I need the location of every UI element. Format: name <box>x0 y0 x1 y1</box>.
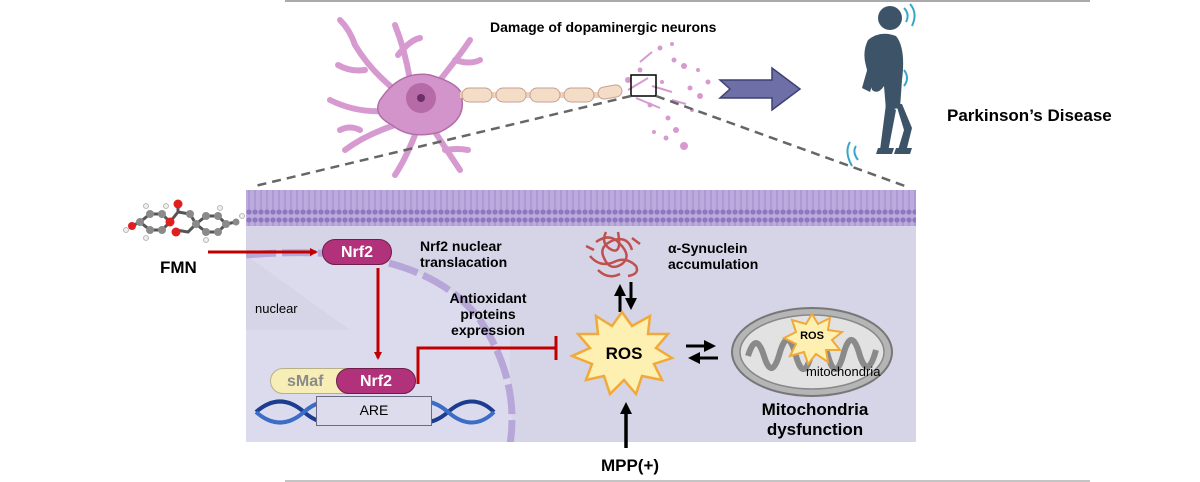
progression-arrow <box>718 66 802 112</box>
nrf2-nuclear-pill: Nrf2 <box>336 368 416 394</box>
ros-label: ROS <box>605 344 643 363</box>
synuclein-label: α-Synuclein accumulation <box>668 240 759 272</box>
disease-label: Parkinson’s Disease <box>947 106 1112 125</box>
zoom-line-left <box>254 94 632 188</box>
zoom-box <box>630 74 657 97</box>
inhibition-arrow <box>416 346 556 384</box>
fmn-molecule-icon <box>123 199 245 243</box>
mitochondria-organelle <box>731 307 893 397</box>
mito-dysfunction-label: Mitochondria dysfunction <box>761 400 869 439</box>
fmn-label: FMN <box>160 258 197 277</box>
nrf2-cytoplasm-pill: Nrf2 <box>322 239 392 265</box>
cell-membrane <box>246 190 916 226</box>
nrf2-translocation-label: Nrf2 nuclear translacation <box>420 238 508 270</box>
mitochondria-label: mitochondria <box>806 364 881 379</box>
ros-burst <box>568 309 675 397</box>
alpha-synuclein-icon <box>585 231 641 278</box>
parkinson-person-icon <box>846 3 916 167</box>
mpp-label: MPP(+) <box>600 456 660 475</box>
are-element: ARE <box>316 396 432 426</box>
antioxidant-label: Antioxidant proteins expression <box>449 290 527 338</box>
diagram-title: Damage of dopaminergic neurons <box>490 19 717 35</box>
nuclear-label: nuclear <box>255 301 298 316</box>
mito-ros-label: ROS <box>800 330 824 342</box>
neuron-illustration <box>327 17 711 178</box>
mito-ros-burst <box>781 312 845 367</box>
